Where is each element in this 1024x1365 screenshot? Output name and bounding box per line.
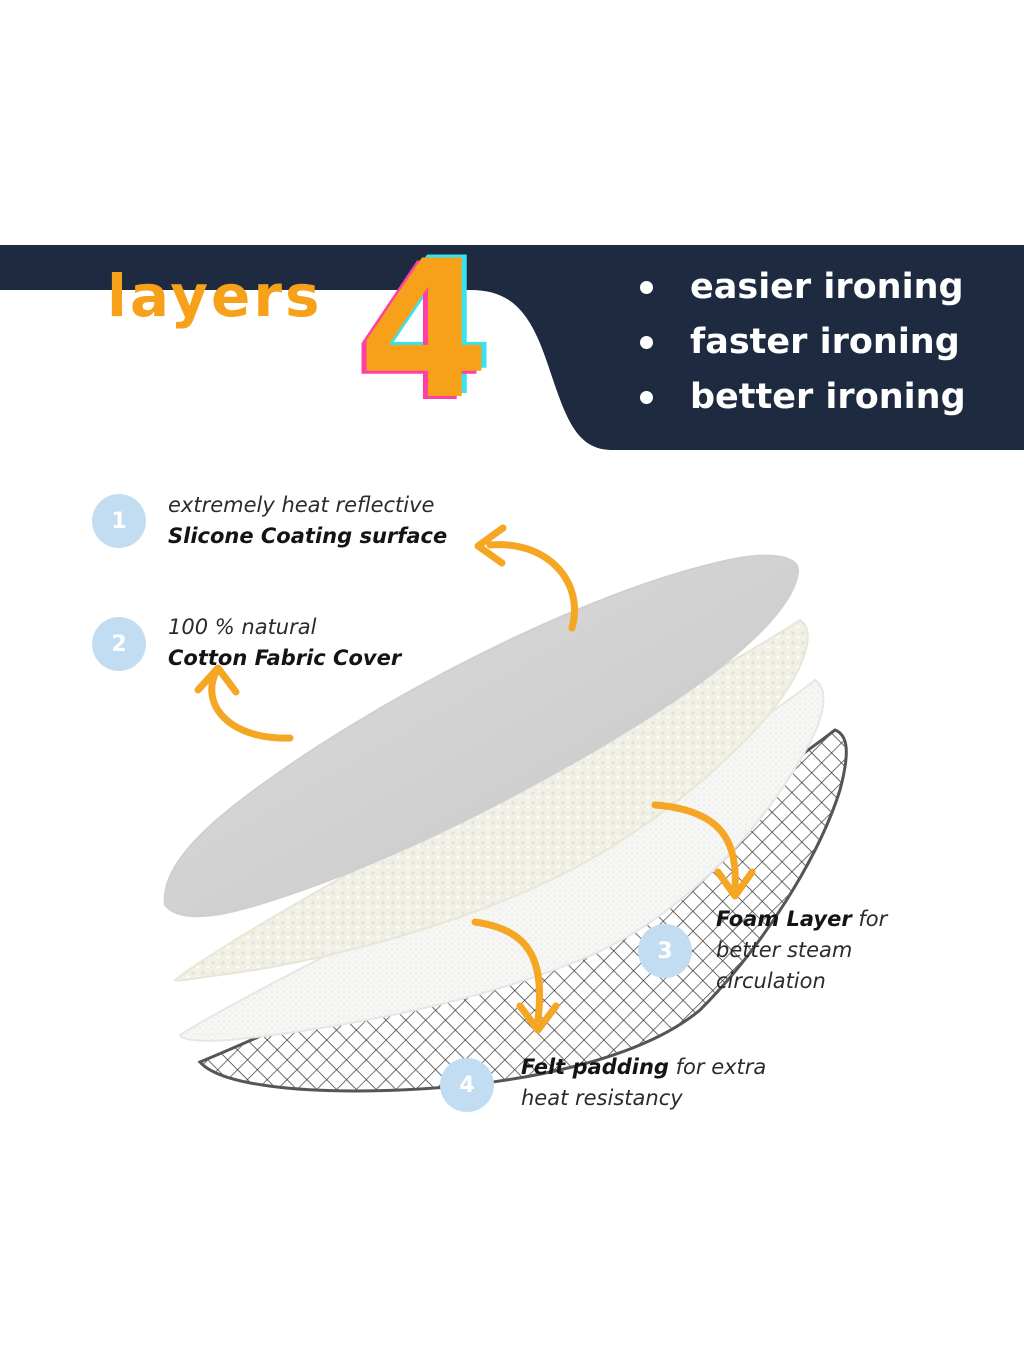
callout-description: 100 % natural xyxy=(168,615,317,639)
benefit-item: easier ironing xyxy=(640,262,966,317)
bullet-icon xyxy=(640,391,653,404)
benefits-list: easier ironing faster ironing better iro… xyxy=(640,262,966,427)
callout-foam-layer: Foam Layer for better steam circulation xyxy=(716,904,887,997)
callout-felt-padding: Felt padding for extra heat resistancy xyxy=(521,1052,766,1114)
banner-background xyxy=(0,245,1024,450)
callout-title: Slicone Coating surface xyxy=(168,524,448,548)
callout-badge: 4 xyxy=(440,1058,494,1112)
curved-arrow-icon xyxy=(474,524,578,632)
bullet-icon xyxy=(640,336,653,349)
callout-title: Foam Layer xyxy=(716,907,852,931)
callout-description: better steam xyxy=(716,938,853,962)
benefit-label: easier ironing xyxy=(690,267,964,307)
callout-title: Felt padding xyxy=(521,1055,669,1079)
banner-heading-number: 4 xyxy=(358,220,491,441)
benefit-item: better ironing xyxy=(640,372,966,427)
callout-cotton-cover: 100 % natural Cotton Fabric Cover xyxy=(168,612,401,674)
callout-description: circulation xyxy=(716,969,826,993)
benefit-item: faster ironing xyxy=(640,317,966,372)
silicone-cover-layer xyxy=(163,554,800,918)
curved-arrow-icon xyxy=(471,918,560,1034)
callout-description: extremely heat reflective xyxy=(168,493,435,517)
callout-description: for xyxy=(851,907,888,931)
bullet-icon xyxy=(640,281,653,294)
callout-title: Cotton Fabric Cover xyxy=(168,646,402,670)
callout-badge: 3 xyxy=(638,924,692,978)
callout-description: for extra xyxy=(668,1055,767,1079)
callout-badge: 1 xyxy=(92,494,146,548)
curved-arrow-icon xyxy=(651,801,756,900)
banner-heading-word: layers xyxy=(107,262,323,330)
callout-silicone-coating: extremely heat reflective Slicone Coatin… xyxy=(168,490,447,552)
benefit-label: better ironing xyxy=(690,377,966,417)
callout-description: heat resistancy xyxy=(521,1086,683,1110)
curved-arrow-icon xyxy=(194,664,294,742)
benefit-label: faster ironing xyxy=(690,322,960,362)
callout-badge: 2 xyxy=(92,617,146,671)
